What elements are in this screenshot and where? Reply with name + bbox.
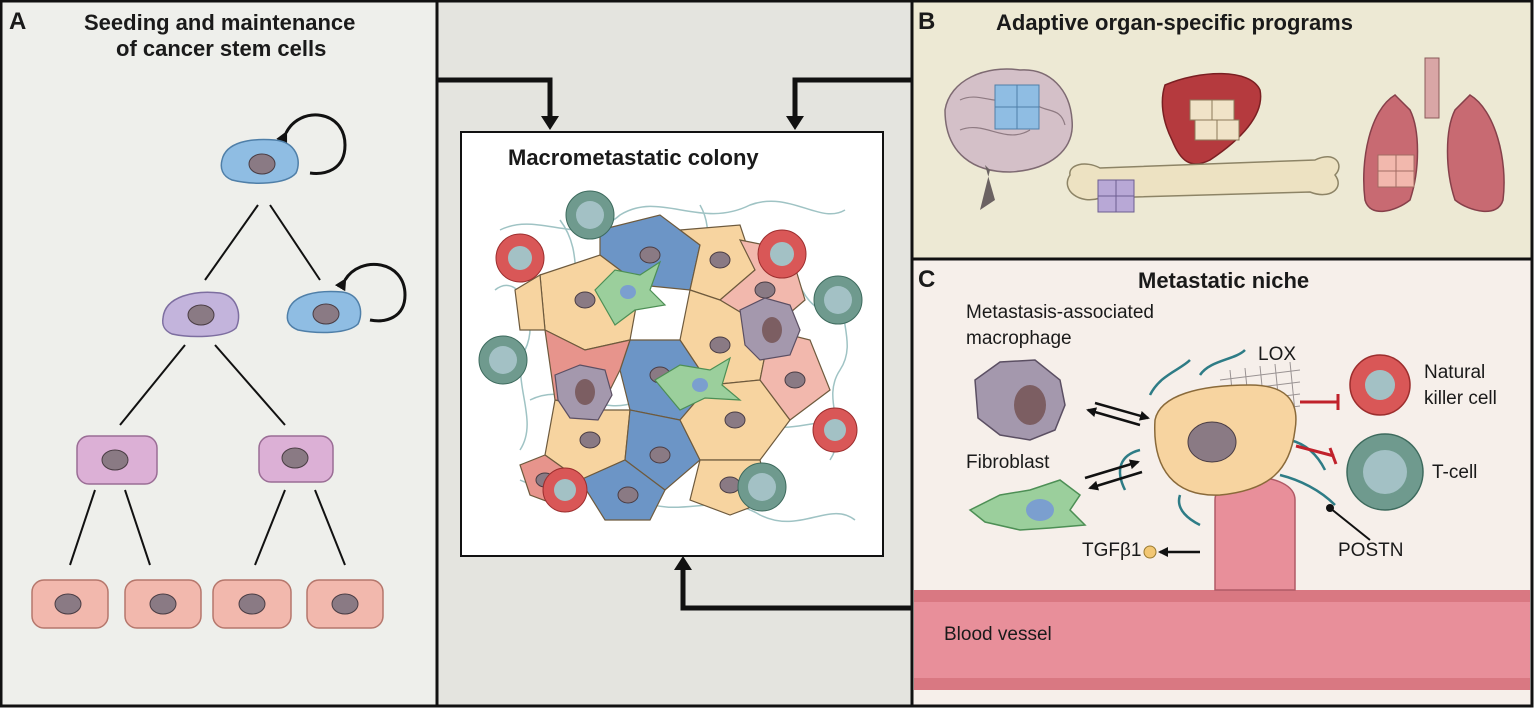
intermediate-cell-left (76, 435, 158, 485)
lung-illustration (1363, 57, 1505, 213)
fibroblast-nuclei (620, 285, 708, 392)
postn-dot (1326, 504, 1334, 512)
progenitor-cell-left (161, 291, 240, 338)
panel-b-letter: B (918, 8, 936, 35)
stem-cell-top (220, 138, 299, 184)
interaction-arrows (1084, 401, 1200, 557)
nk-label-line1: Natural (1424, 362, 1486, 383)
nk-label-line2: killer cell (1424, 388, 1497, 409)
differentiated-cell-2 (124, 579, 202, 629)
postn-label: POSTN (1338, 540, 1404, 561)
natural-killer-cell (1349, 354, 1411, 416)
panel-b-title: Adaptive organ-specific programs (996, 10, 1353, 35)
macrophage-cell (974, 359, 1066, 441)
self-renewal-arrow-top (276, 113, 347, 175)
blood-vessel-label: Blood vessel (944, 624, 1052, 645)
panel-c-letter: C (918, 266, 936, 293)
intermediate-cell-right (258, 435, 334, 483)
disseminated-tumor-cell (1154, 384, 1297, 496)
tgfb1-label: TGFβ1 (1082, 540, 1142, 561)
panel-c-title: Metastatic niche (1138, 268, 1310, 293)
tgfb1-dot (1143, 545, 1157, 559)
blood-vessel (914, 476, 1530, 690)
connector-arrowheads (541, 116, 804, 570)
differentiated-cell-3 (212, 579, 292, 629)
t-cell (1346, 433, 1424, 511)
inhibition-lines (1295, 394, 1340, 465)
bone-illustration (1066, 155, 1340, 213)
tcell-label: T-cell (1432, 462, 1478, 483)
fibroblast-cell (968, 479, 1087, 531)
macrophage-nuclei (575, 317, 782, 405)
stem-cell-mid (286, 290, 362, 334)
colony-nuclei (535, 246, 806, 504)
lox-label: LOX (1258, 344, 1297, 365)
panel-a-title-line1: Seeding and maintenance (84, 10, 356, 35)
macrophage-label-line2: macrophage (966, 328, 1072, 349)
self-renewal-arrow-mid (334, 263, 407, 323)
connector-arrows (437, 77, 912, 611)
postn-fibers (1118, 349, 1336, 527)
panel-a-letter: A (9, 8, 27, 35)
differentiated-cell-1 (31, 579, 109, 629)
brain-illustration (944, 68, 1073, 210)
hierarchy-lines (69, 204, 346, 566)
liver-illustration (1161, 72, 1262, 165)
panel-a-title-line2: of cancer stem cells (116, 36, 327, 61)
differentiated-cell-4 (306, 579, 384, 629)
colony-title: Macrometastatic colony (508, 145, 759, 170)
macrophage-label-line1: Metastasis-associated (966, 302, 1154, 323)
immune-cell-nuclei (489, 201, 852, 501)
postn-pointer (1329, 507, 1371, 541)
fibroblast-label: Fibroblast (966, 452, 1050, 473)
